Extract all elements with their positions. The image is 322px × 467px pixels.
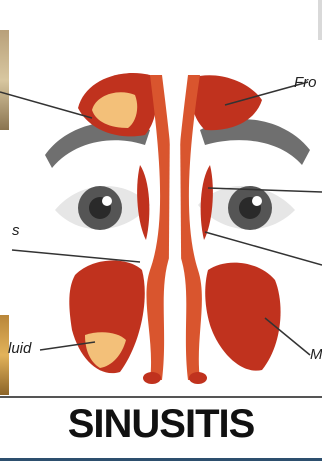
right-maxillary-sinus bbox=[205, 263, 280, 371]
label-middle-left: s bbox=[12, 222, 20, 239]
nasal-septum bbox=[168, 110, 182, 380]
right-eye-highlight bbox=[252, 196, 262, 206]
right-ethmoid-sinus bbox=[201, 165, 213, 240]
leader-line-mid-right-lower bbox=[205, 232, 322, 265]
right-nostril bbox=[189, 372, 207, 384]
left-ethmoid-sinus bbox=[137, 165, 149, 240]
left-eye-highlight bbox=[102, 196, 112, 206]
label-top-right: Fro bbox=[294, 74, 317, 91]
title-top-rule bbox=[0, 396, 322, 398]
diagram-title: SINUSITIS bbox=[0, 402, 322, 447]
left-nostril bbox=[143, 372, 161, 384]
sinus-illustration bbox=[0, 0, 322, 400]
title-bottom-rule bbox=[0, 458, 322, 461]
label-bottom-left: luid bbox=[8, 340, 31, 357]
leader-line-top-left bbox=[0, 92, 92, 118]
leader-line-mid-left bbox=[12, 250, 140, 262]
label-bottom-right: M bbox=[310, 346, 322, 363]
